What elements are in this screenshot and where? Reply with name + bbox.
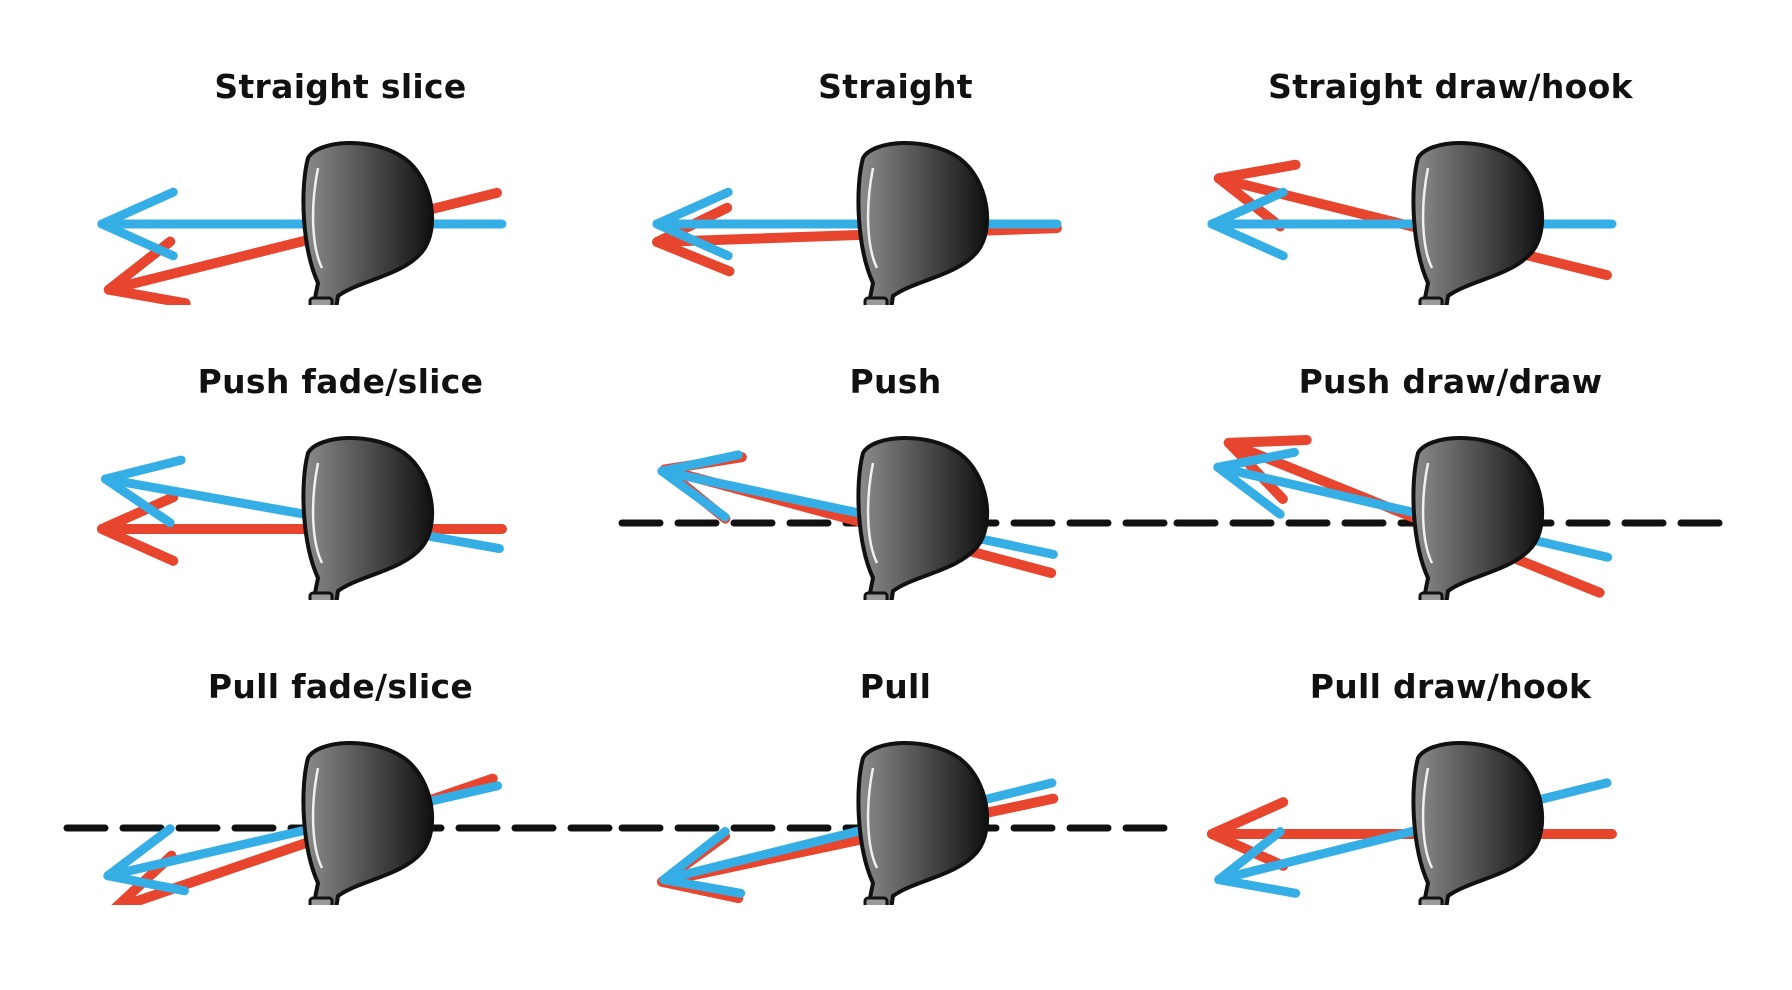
shot-title: Push fade/slice [197, 362, 484, 401]
shot-panel: Pull [597, 600, 1194, 905]
face-direction-arrow [1207, 187, 1617, 261]
shot-illustration [652, 140, 1062, 305]
club-head-icon [856, 140, 990, 305]
club-head-icon [301, 140, 435, 305]
shot-panel: Straight [597, 0, 1194, 305]
shot-title: Pull draw/hook [1309, 667, 1592, 706]
shot-panel: Pull draw/hook [1152, 600, 1749, 905]
club-head-icon [301, 740, 435, 905]
club-path-arrow [97, 492, 507, 566]
shot-illustration [63, 740, 621, 905]
face-direction-arrow [97, 187, 507, 261]
face-direction-arrow [659, 778, 1057, 898]
club-head-icon [1411, 435, 1545, 600]
face-direction-arrow [1214, 778, 1612, 898]
club-head-icon [1411, 740, 1545, 905]
shot-panel: Push draw/draw [1152, 295, 1749, 600]
shot-panel: Push fade/slice [42, 295, 639, 600]
shot-panel: Straight draw/hook [1152, 0, 1749, 305]
shot-illustration [618, 435, 1176, 600]
shot-title: Push [849, 362, 942, 401]
shot-title: Straight slice [214, 67, 467, 106]
shot-illustration [1173, 435, 1731, 600]
face-direction-arrow [103, 781, 503, 896]
club-head-icon [301, 435, 435, 600]
shot-panel: Push [597, 295, 1194, 600]
shot-panel: Straight slice [42, 0, 639, 305]
shot-title: Pull [859, 667, 932, 706]
club-head-icon [856, 740, 990, 905]
shot-illustration [97, 140, 507, 305]
shot-title: Pull fade/slice [207, 667, 474, 706]
shot-illustration [97, 435, 507, 600]
club-head-icon [856, 435, 990, 600]
shot-title: Straight draw/hook [1268, 67, 1633, 106]
shot-illustration [1207, 140, 1617, 305]
shot-illustration [618, 740, 1176, 905]
club-head-icon [1411, 140, 1545, 305]
shot-title: Push draw/draw [1298, 362, 1603, 401]
shot-illustration [1207, 740, 1617, 905]
face-direction-arrow [652, 187, 1062, 261]
shot-title: Straight [818, 67, 973, 106]
shot-panel: Pull fade/slice [42, 600, 639, 905]
